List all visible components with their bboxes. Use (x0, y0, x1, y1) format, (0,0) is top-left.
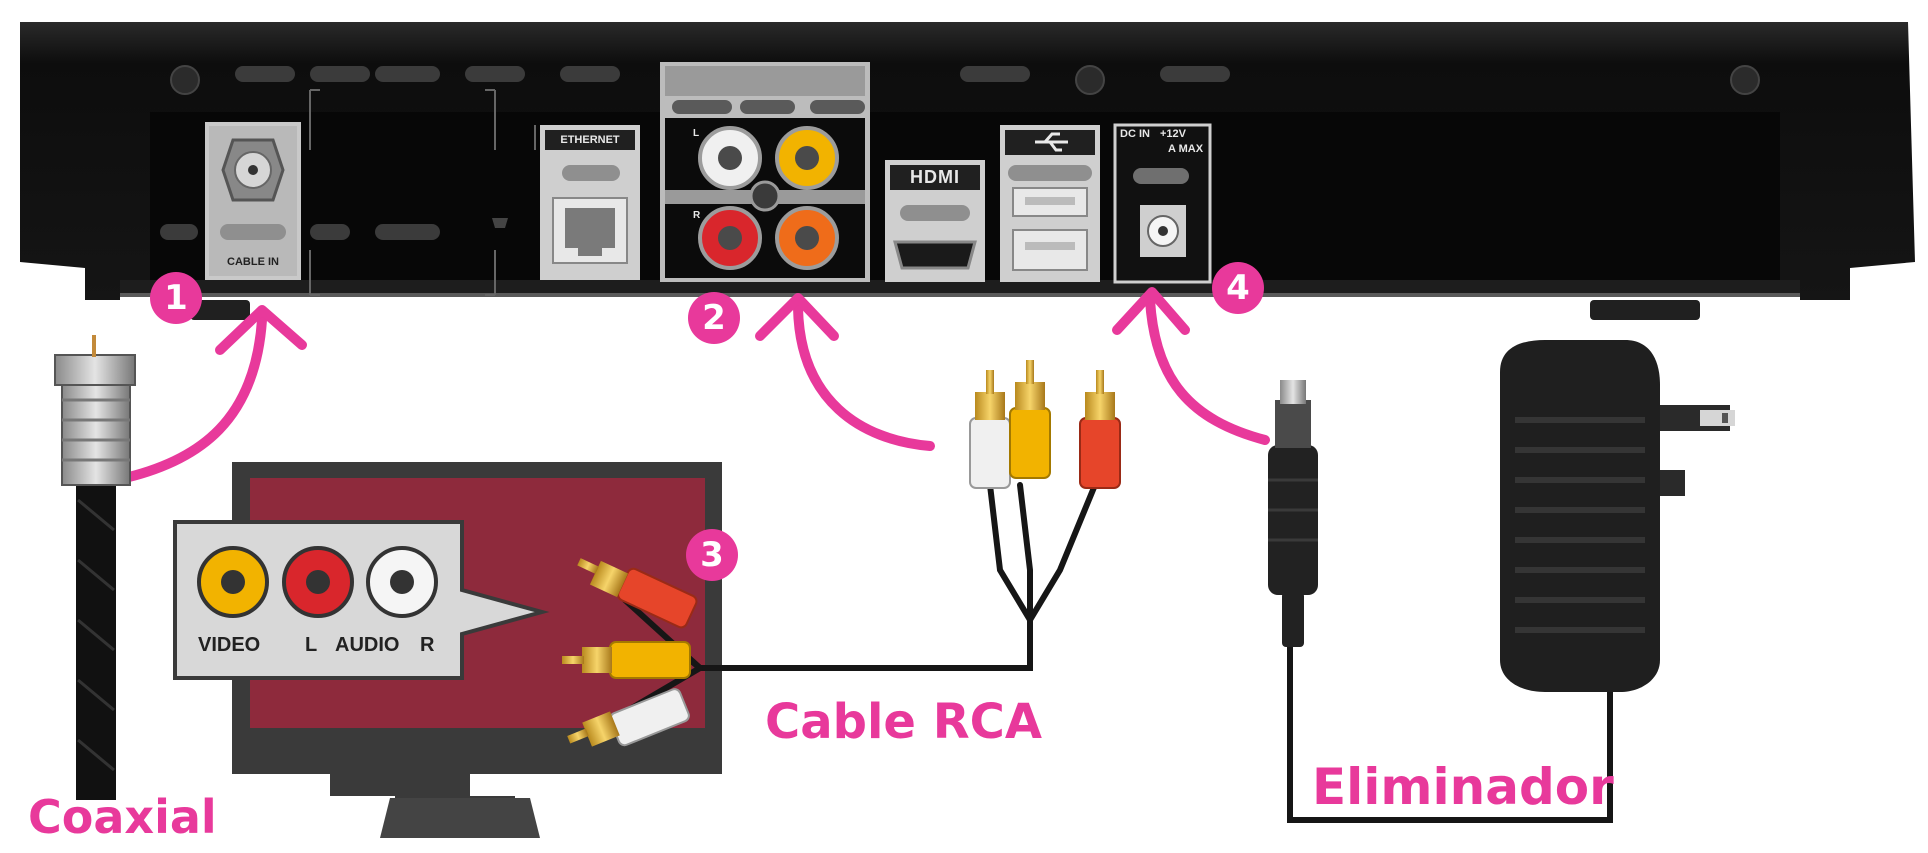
dc-max-label: A MAX (1168, 143, 1204, 155)
hdmi-port (885, 160, 985, 282)
rca-plug-yellow (1009, 360, 1051, 479)
coaxial-cable (54, 335, 136, 800)
dc-rating-label: +12V (1160, 128, 1186, 140)
rca-right-label: R (693, 210, 701, 221)
power-adapter-label: Eliminador (1312, 758, 1614, 816)
usb-icon (1035, 132, 1068, 152)
power-adapter (1268, 340, 1735, 823)
tv-jack-audio-right (366, 546, 438, 618)
rca-jack-yellow (775, 126, 839, 190)
tv-jack-video (197, 546, 269, 618)
rca-left-label: L (693, 128, 700, 139)
tv-right-label: R (420, 634, 435, 656)
hdmi-label: HDMI (910, 167, 960, 187)
arrow-1 (120, 305, 307, 483)
dc-in-label: DC IN (1120, 128, 1150, 140)
rca-jack-red (698, 206, 762, 270)
arrow-2 (755, 293, 935, 451)
step-badge-4: 4 (1212, 262, 1264, 314)
dc-in-port (1113, 123, 1212, 284)
tv-audio-label: AUDIO (335, 634, 400, 656)
tv-jack-audio-left (282, 546, 354, 618)
tv (173, 462, 722, 838)
ethernet-port (540, 125, 640, 280)
cable-in-label: CABLE IN (227, 256, 279, 268)
rca-plug-yellow-tv (562, 641, 691, 679)
arrow-4 (1112, 287, 1270, 445)
tv-video-label: VIDEO (198, 634, 261, 656)
step-badge-3: 3 (686, 529, 738, 581)
rca-port-panel (660, 62, 870, 282)
step-badge-1: 1 (150, 272, 202, 324)
rca-jack-orange (775, 206, 839, 270)
step-badge-2: 2 (688, 292, 740, 344)
rca-cable-label: Cable RCA (765, 694, 1043, 750)
tv-left-label: L (305, 634, 318, 656)
rca-cable (562, 360, 1121, 747)
usb-port (1000, 125, 1100, 282)
coaxial-label: Coaxial (28, 790, 217, 844)
set-top-box (20, 22, 1915, 320)
rca-plug-red-tv (577, 558, 698, 629)
ethernet-label: ETHERNET (560, 134, 620, 146)
rca-jack-white (698, 126, 762, 190)
rca-plug-white (969, 370, 1011, 489)
rca-plug-white-tv (567, 688, 690, 747)
rca-plug-red (1079, 370, 1121, 489)
cable-in-port (205, 122, 301, 280)
